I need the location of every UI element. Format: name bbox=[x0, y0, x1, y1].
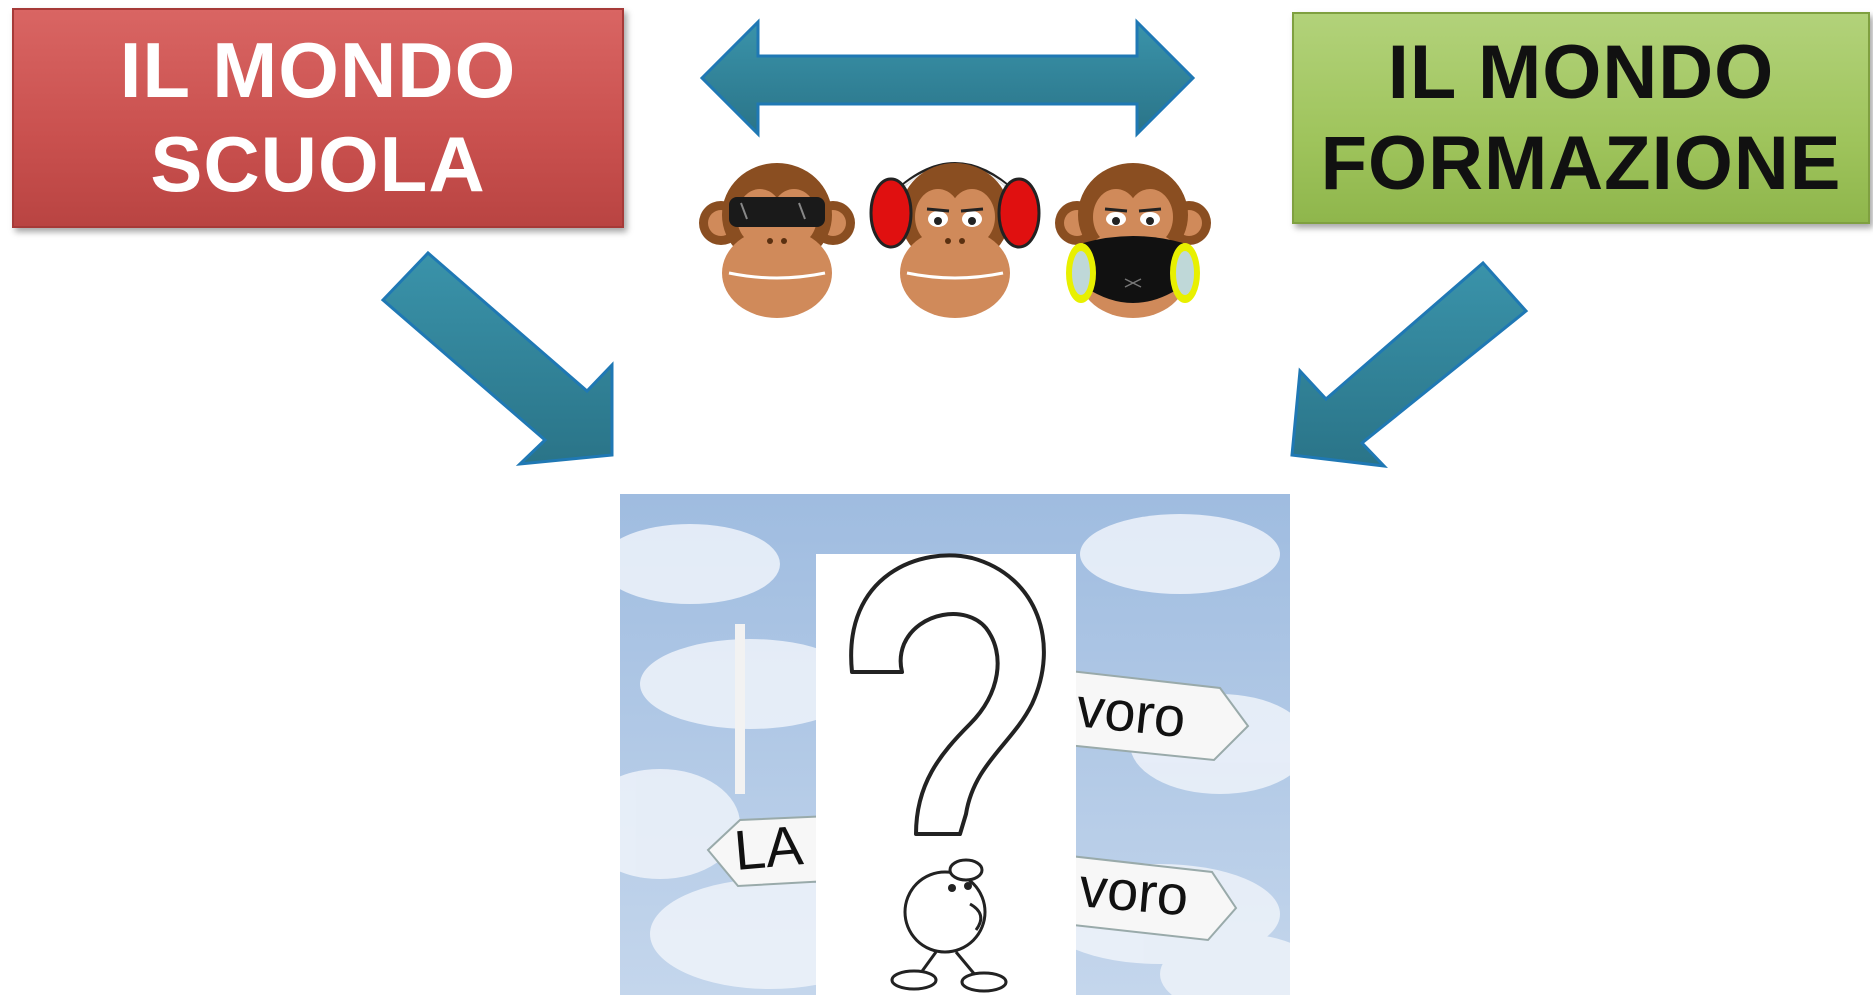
scuola-box-line2: SCUOLA bbox=[150, 120, 486, 208]
double-arrow-icon bbox=[699, 18, 1196, 138]
hear-no-evil-monkey-icon bbox=[869, 162, 1041, 318]
scuola-box-line1: IL MONDO bbox=[119, 26, 517, 115]
question-mark-icon bbox=[849, 553, 1046, 836]
scuola-box: IL MONDO SCUOLA bbox=[12, 8, 624, 228]
see-no-evil-monkey-icon bbox=[699, 163, 855, 318]
sign-top-text: voro bbox=[1074, 675, 1189, 749]
sign-bottom-text: voro bbox=[1077, 855, 1191, 927]
formazione-box-line1: IL MONDO bbox=[1387, 29, 1775, 115]
thinking-figure-icon bbox=[890, 858, 1008, 993]
formazione-box: IL MONDO FORMAZIONE bbox=[1292, 12, 1870, 224]
formazione-box-line2: FORMAZIONE bbox=[1320, 121, 1842, 206]
crossroads-photo: voro LA voro bbox=[620, 494, 1290, 995]
crossroads-photo-graphic: voro LA voro bbox=[620, 494, 1290, 995]
sign-left-text: LA bbox=[732, 813, 806, 882]
arrow-down-right-icon bbox=[380, 250, 614, 466]
arrow-down-left-icon bbox=[1290, 260, 1529, 468]
speak-no-evil-monkey-icon bbox=[1055, 163, 1211, 318]
